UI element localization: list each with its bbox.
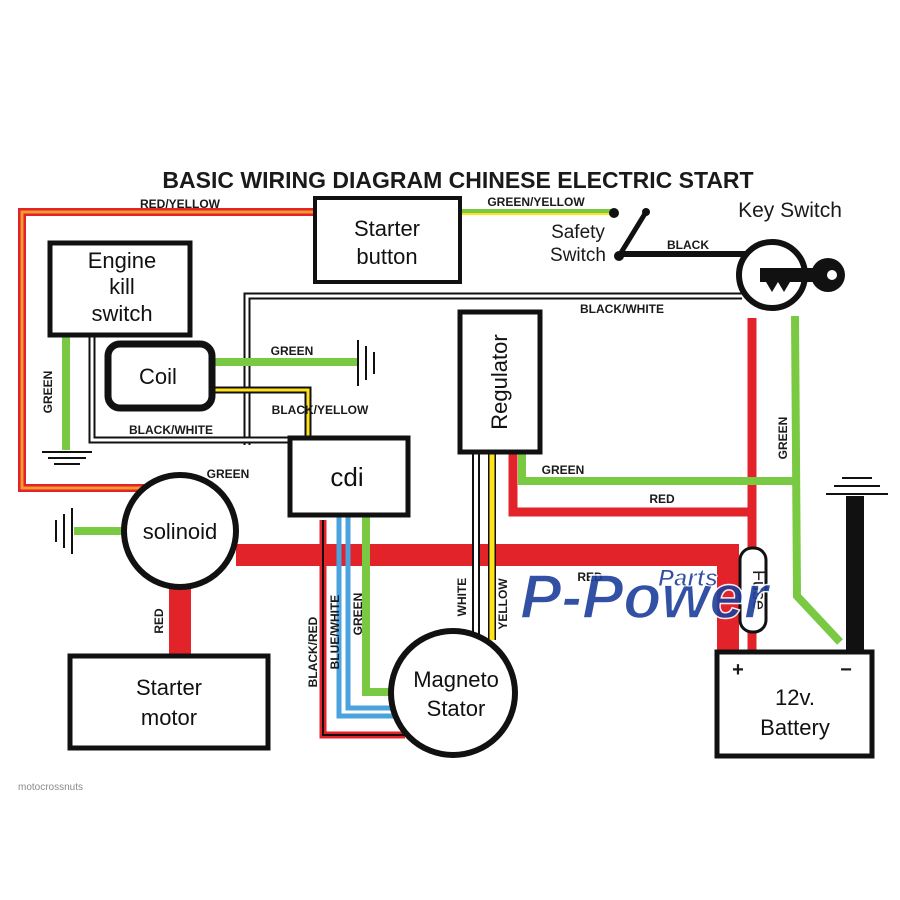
ground-icon-kill — [42, 451, 92, 465]
kill-switch-label-2: kill — [109, 274, 135, 299]
label-black: BLACK — [667, 238, 709, 252]
ground-icon-solenoid — [55, 508, 73, 554]
coil-label: Coil — [139, 364, 177, 389]
cdi-label: cdi — [330, 462, 363, 492]
engine-kill-switch-box — [47, 240, 193, 338]
magneto-stator-circle — [388, 628, 518, 758]
label-green-solenoid: GREEN — [207, 467, 250, 481]
battery-label-2: Battery — [760, 715, 830, 740]
regulator-label: Regulator — [487, 334, 512, 429]
battery-label-1: 12v. — [775, 685, 815, 710]
battery-negative-terminal: − — [840, 659, 852, 681]
label-black-red: BLACK/RED — [306, 616, 320, 687]
watermark-main: P-Power — [520, 563, 771, 632]
label-yellow: YELLOW — [496, 578, 510, 630]
label-red-main: RED — [577, 570, 603, 584]
label-white: WHITE — [455, 578, 469, 617]
wire-blue-white-2 — [345, 515, 396, 711]
wire-black-red-stripe — [322, 520, 405, 736]
label-green-key: GREEN — [776, 417, 790, 460]
wire-blue-white — [336, 515, 396, 719]
label-green-kill: GREEN — [41, 371, 55, 414]
label-green-coil: GREEN — [271, 344, 314, 358]
starter-motor-box — [67, 653, 271, 751]
starter-button-label-2: button — [356, 244, 417, 269]
magneto-label-2: Stator — [427, 696, 486, 721]
cdi-box — [287, 435, 411, 518]
label-black-yellow: BLACK/YELLOW — [272, 403, 369, 417]
fuse-label: Fuse — [749, 570, 769, 610]
watermark-logo: P-Power Parts — [519, 562, 771, 633]
key-switch-label: Key Switch — [738, 199, 842, 222]
wire-red-regulator — [508, 452, 752, 517]
label-green-stator: GREEN — [351, 593, 365, 636]
magneto-label-1: Magneto — [413, 667, 499, 692]
kill-switch-label-3: switch — [91, 301, 152, 326]
label-blue-white: BLUE/WHITE — [328, 595, 342, 670]
label-black-white-top: BLACK/WHITE — [580, 302, 664, 316]
label-red-solenoid: RED — [152, 608, 166, 634]
wire-black-white-bottom-stripe — [90, 335, 295, 442]
label-green-yellow: GREEN/YELLOW — [487, 195, 585, 209]
label-red-regulator: RED — [649, 492, 675, 506]
battery-box — [714, 649, 875, 759]
wire-red-yellow-stripe — [20, 210, 315, 490]
kill-switch-label-1: Engine — [88, 248, 157, 273]
solenoid-circle — [121, 472, 239, 590]
ground-icon-coil — [357, 340, 375, 386]
wire-green-regulator — [518, 452, 797, 485]
safety-switch-label-1: Safety — [551, 222, 605, 243]
wire-labels: RED/YELLOW GREEN/YELLOW BLACK BLACK/WHIT… — [41, 195, 790, 687]
label-red-yellow: RED/YELLOW — [140, 197, 221, 211]
ground-icon-battery — [826, 477, 888, 495]
safety-switch-icon — [609, 208, 650, 261]
wire-black-yellow-stripe — [212, 388, 310, 440]
label-green-regulator: GREEN — [542, 463, 585, 477]
starter-button-label-1: Starter — [354, 216, 420, 241]
coil-box — [104, 340, 216, 412]
wire-green-stator — [362, 515, 396, 696]
components: Starter button Engine kill switch Coil c… — [47, 196, 875, 759]
starter-motor-label-2: motor — [141, 705, 197, 730]
ground-symbols — [42, 340, 888, 554]
wire-red-main — [236, 544, 739, 652]
battery-positive-terminal: + — [732, 659, 744, 681]
watermark-small: Parts — [658, 565, 718, 592]
wire-black-white-top-stripe — [245, 294, 742, 445]
solenoid-label: solinoid — [143, 519, 218, 544]
fuse-body — [738, 546, 768, 634]
safety-switch-label-2: Switch — [550, 245, 606, 266]
wires — [18, 208, 843, 739]
regulator-box — [457, 309, 543, 455]
label-black-white-bottom: BLACK/WHITE — [129, 423, 213, 437]
diagram-title: BASIC WIRING DIAGRAM CHINESE ELECTRIC ST… — [162, 167, 753, 193]
starter-motor-label-1: Starter — [136, 675, 202, 700]
starter-button-box — [313, 196, 462, 284]
key-icon — [760, 258, 845, 292]
credit-text: motocrossnuts — [18, 782, 83, 793]
wire-green-key — [791, 315, 843, 645]
